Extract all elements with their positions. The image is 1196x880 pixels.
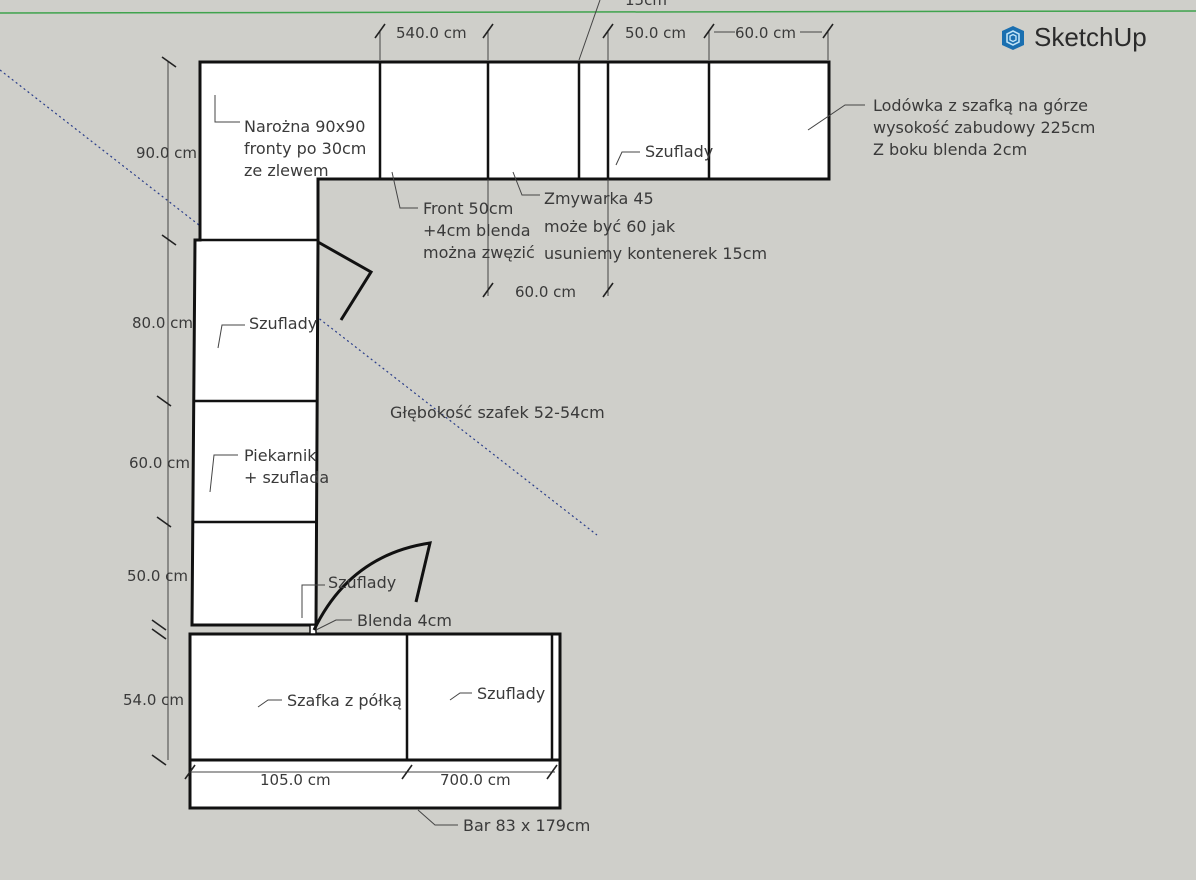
blue-axis-line: [0, 69, 598, 536]
svg-text:Z boku blenda 2cm: Z boku blenda 2cm: [873, 140, 1027, 159]
note-fridge: Lodówka z szafką na górze wysokość zabud…: [873, 96, 1095, 159]
kitchen-plan[interactable]: [188, 60, 831, 810]
dimension-label: 15cm: [625, 0, 667, 9]
note-oven: Piekarnik + szuflada: [244, 446, 329, 487]
dimension-label: 60.0 cm: [735, 24, 796, 42]
dimension-label: 54.0 cm: [123, 691, 184, 709]
note-bar: Bar 83 x 179cm: [463, 816, 590, 835]
note-drawers-left: Szuflady: [249, 314, 317, 333]
svg-text:wysokość zabudowy 225cm: wysokość zabudowy 225cm: [873, 118, 1095, 137]
leader-lines: [209, 95, 865, 826]
bottom-counter[interactable]: [188, 632, 562, 762]
dimension-lines: [151, 0, 834, 780]
dimension-label: 50.0 cm: [127, 567, 188, 585]
svg-text:fronty po 30cm: fronty po 30cm: [244, 139, 366, 158]
dimension-label: 60.0 cm: [515, 283, 576, 301]
svg-text:Front 50cm: Front 50cm: [423, 199, 513, 218]
dimension-label: 90.0 cm: [136, 144, 197, 162]
dimension-label: 105.0 cm: [260, 771, 331, 789]
sketchup-logo: SketchUp: [998, 22, 1147, 53]
sketchup-logo-icon: [1002, 25, 1024, 50]
svg-text:Piekarnik: Piekarnik: [244, 446, 317, 465]
dimension-label: 700.0 cm: [440, 771, 511, 789]
note-corner-cabinet: Narożna 90x90 fronty po 30cm ze zlewem: [244, 117, 366, 180]
svg-text:ze zlewem: ze zlewem: [244, 161, 329, 180]
dimension-label: 50.0 cm: [625, 24, 686, 42]
note-cabinet-depth: Głębokość szafek 52-54cm: [390, 403, 605, 422]
svg-text:+ szuflada: + szuflada: [244, 468, 329, 487]
dimension-label: 60.0 cm: [129, 454, 190, 472]
dimension-label: 80.0 cm: [132, 314, 193, 332]
bar-counter[interactable]: [188, 758, 562, 810]
door-swing: [317, 240, 374, 321]
sketchup-logo-text: SketchUp: [1034, 22, 1147, 52]
svg-text:może być 60 jak: może być 60 jak: [544, 217, 676, 236]
note-drawers-lower: Szuflady: [328, 573, 396, 592]
note-front: Front 50cm +4cm blenda można zwęzić: [423, 199, 535, 262]
svg-text:można zwęzić: można zwęzić: [423, 243, 535, 262]
note-dishwasher: Zmywarka 45 może być 60 jak usuniemy kon…: [544, 189, 767, 263]
svg-text:+4cm blenda: +4cm blenda: [423, 221, 531, 240]
svg-text:Narożna 90x90: Narożna 90x90: [244, 117, 365, 136]
dimension-label: 540.0 cm: [396, 24, 467, 42]
note-shelf-cabinet: Szafka z półką: [287, 691, 402, 710]
svg-text:Lodówka z szafką na górze: Lodówka z szafką na górze: [873, 96, 1088, 115]
note-drawers-bottom: Szuflady: [477, 684, 545, 703]
svg-text:Zmywarka 45: Zmywarka 45: [544, 189, 654, 208]
note-drawers-top: Szuflady: [645, 142, 713, 161]
svg-text:usuniemy kontenerek 15cm: usuniemy kontenerek 15cm: [544, 244, 767, 263]
green-axis-line: [0, 10, 1196, 14]
door-arc: [312, 541, 432, 631]
l-shaped-counter[interactable]: [190, 60, 831, 627]
note-blende: Blenda 4cm: [357, 611, 452, 630]
